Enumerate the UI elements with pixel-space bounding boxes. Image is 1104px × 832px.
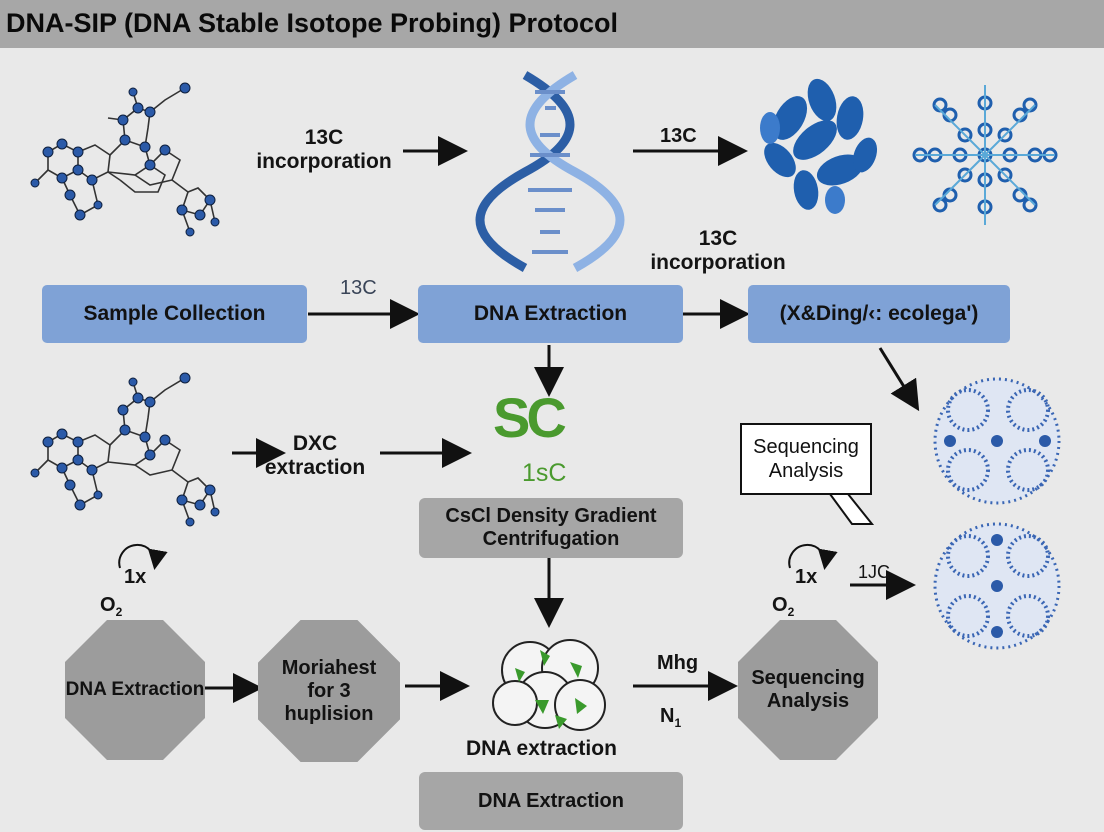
moriahest-octagon: Moriahest for 3 huplision [258,620,400,762]
right-incorporation-label: 13C incorporation [650,227,786,275]
dna-extraction-octagon-label: DNA Extraction [65,679,205,701]
right-1x-label: 1x [795,566,818,588]
green-1sc-label: 1sC [522,459,567,487]
right-o2-text: O [772,594,788,616]
dna-extraction-caption: DNA extraction [466,737,617,760]
molecule-nodes-top [30,82,220,237]
network-rays [915,85,1055,225]
right-o2-label: O2 [772,594,795,619]
arrow-ecology-to-cells [878,347,920,412]
mid-13c-label: 13C [340,277,377,299]
bacteria-cluster-icon [760,78,878,214]
n1-text: N [660,705,675,727]
molecule-icon-top [34,87,216,233]
molecule-icon-middle [34,377,216,523]
green-sc-symbol: SC [493,386,567,449]
incorporation-label-top: 13C incorporation [256,126,392,174]
callout-tail [829,493,875,525]
sequencing-callout: Sequencing Analysis [740,423,872,495]
left-o2-label: O2 [100,594,123,619]
sequencing-octagon-label: Sequencing Analysis [751,667,865,712]
cycle-arrow-right [788,543,838,570]
moriahest-octagon-label: Moriahest for 3 huplision [281,656,377,725]
cycle-arrow-left [118,543,168,570]
dna-extraction-box: DNA Extraction [418,285,683,343]
ecology-box: (X&Ding/‹: ecolega') [748,285,1010,343]
dna-extraction-octagon: DNA Extraction [65,620,205,760]
dna-extraction-label: DNA Extraction [473,301,628,325]
dxc-extraction-label: DXC extraction [264,432,366,480]
sample-collection-box: Sample Collection [42,285,307,343]
right-1jc-label: 1JC [858,562,891,582]
cell-cluster-icon-2 [933,522,1061,650]
mhg-label: Mhg [657,652,699,674]
top-arrow-13c-label: 13C [660,125,697,147]
dna-extraction-bottom-box: DNA Extraction [419,772,683,830]
cscl-label: CsCl Density Gradient Centrifugation [445,505,657,550]
page-title: DNA-SIP (DNA Stable Isotope Probing) Pro… [6,8,619,38]
sample-collection-label: Sample Collection [83,301,266,325]
cell-cluster-icon-1 [933,377,1061,505]
left-1x-label: 1x [124,566,147,588]
sequencing-callout-label: Sequencing Analysis [753,436,859,482]
title-bar: DNA-SIP (DNA Stable Isotope Probing) Pro… [0,0,1104,48]
cscl-centrifugation-box: CsCl Density Gradient Centrifugation [419,498,683,558]
sequencing-octagon: Sequencing Analysis [738,620,878,760]
green-cluster-icon [492,639,606,731]
dna-helix-icon [475,71,625,272]
left-o2-text: O [100,594,116,616]
n1-label: N1 [660,705,682,730]
dna-extraction-bottom-label: DNA Extraction [478,789,624,812]
ecology-label: (X&Ding/‹: ecolega') [779,301,979,325]
molecule-nodes-middle [30,372,220,527]
